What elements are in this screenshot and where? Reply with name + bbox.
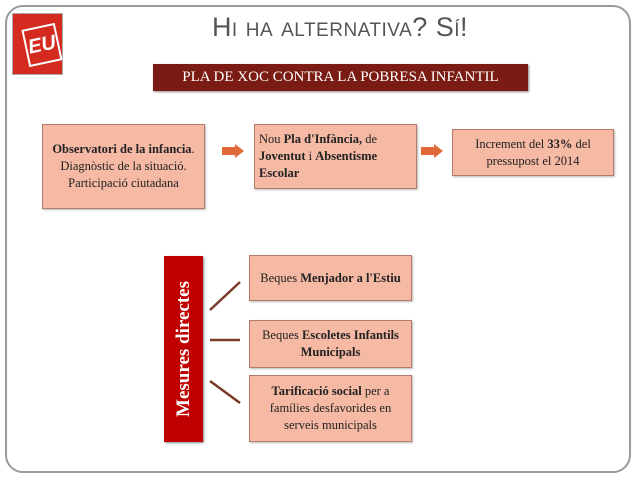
flow-box-observatori: Observatori de la infancia. Diagnòstic d… bbox=[42, 124, 205, 209]
measure-box-menjador: Beques Menjador a l'Estiu bbox=[249, 255, 412, 301]
flow-box-pla-infancia: Nou Pla d'Infància, de Joventut i Absent… bbox=[254, 124, 417, 189]
eu-logo: EU bbox=[12, 13, 63, 75]
measure-box-tarificacio: Tarificació social per a famílies desfav… bbox=[249, 375, 412, 442]
bold-text: Tarificació social bbox=[271, 384, 362, 398]
measure-text: Beques Escoletes Infantils Municipals bbox=[254, 327, 407, 361]
bold-text: Menjador a l'Estiu bbox=[300, 270, 401, 285]
measure-text: Beques Menjador a l'Estiu bbox=[260, 270, 400, 287]
text-segment: Beques bbox=[262, 328, 303, 342]
measure-box-escoletes: Beques Escoletes Infantils Municipals bbox=[249, 320, 412, 368]
flow-text: Observatori de la infancia. Diagnòstic d… bbox=[47, 141, 200, 192]
bold-text: Escoletes Infantils Municipals bbox=[300, 328, 399, 359]
bold-text: Joventut bbox=[259, 149, 306, 163]
flow-text: Increment del 33% del pressupost el 2014 bbox=[457, 136, 609, 170]
arrow-right-icon bbox=[222, 144, 244, 158]
connector-line bbox=[209, 379, 241, 405]
slide-frame bbox=[5, 5, 631, 473]
flow-text: Nou Pla d'Infància, de Joventut i Absent… bbox=[259, 131, 412, 182]
measures-label-bar: Mesures directes bbox=[164, 256, 203, 442]
bold-text: Observatori de la infancia bbox=[52, 142, 192, 156]
text-segment: Beques bbox=[260, 270, 301, 285]
text-segment: per a famílies desfavorides en serveis m… bbox=[269, 384, 392, 432]
text-segment: de bbox=[362, 132, 378, 146]
connector-line bbox=[209, 281, 241, 311]
text-segment: del pressupost el 2014 bbox=[486, 136, 591, 168]
flow-box-increment: Increment del 33% del pressupost el 2014 bbox=[452, 129, 614, 176]
bold-text: Pla d'Infància, bbox=[283, 132, 363, 146]
bold-text: Absentisme Escolar bbox=[259, 149, 378, 180]
text-segment: . Diagnòstic de la situació. Participaci… bbox=[60, 142, 195, 190]
bold-text: 33% bbox=[547, 136, 573, 151]
plan-banner: PLA DE XOC CONTRA LA POBRESA INFANTIL bbox=[153, 64, 528, 91]
text-segment: i bbox=[305, 149, 316, 163]
slide-title: Hi ha alternativa? Sí! bbox=[211, 12, 469, 42]
arrow-right-icon bbox=[421, 144, 443, 158]
measure-text: Tarificació social per a famílies desfav… bbox=[254, 383, 407, 434]
text-segment: Nou bbox=[259, 132, 284, 146]
text-segment: Increment del bbox=[475, 136, 548, 151]
